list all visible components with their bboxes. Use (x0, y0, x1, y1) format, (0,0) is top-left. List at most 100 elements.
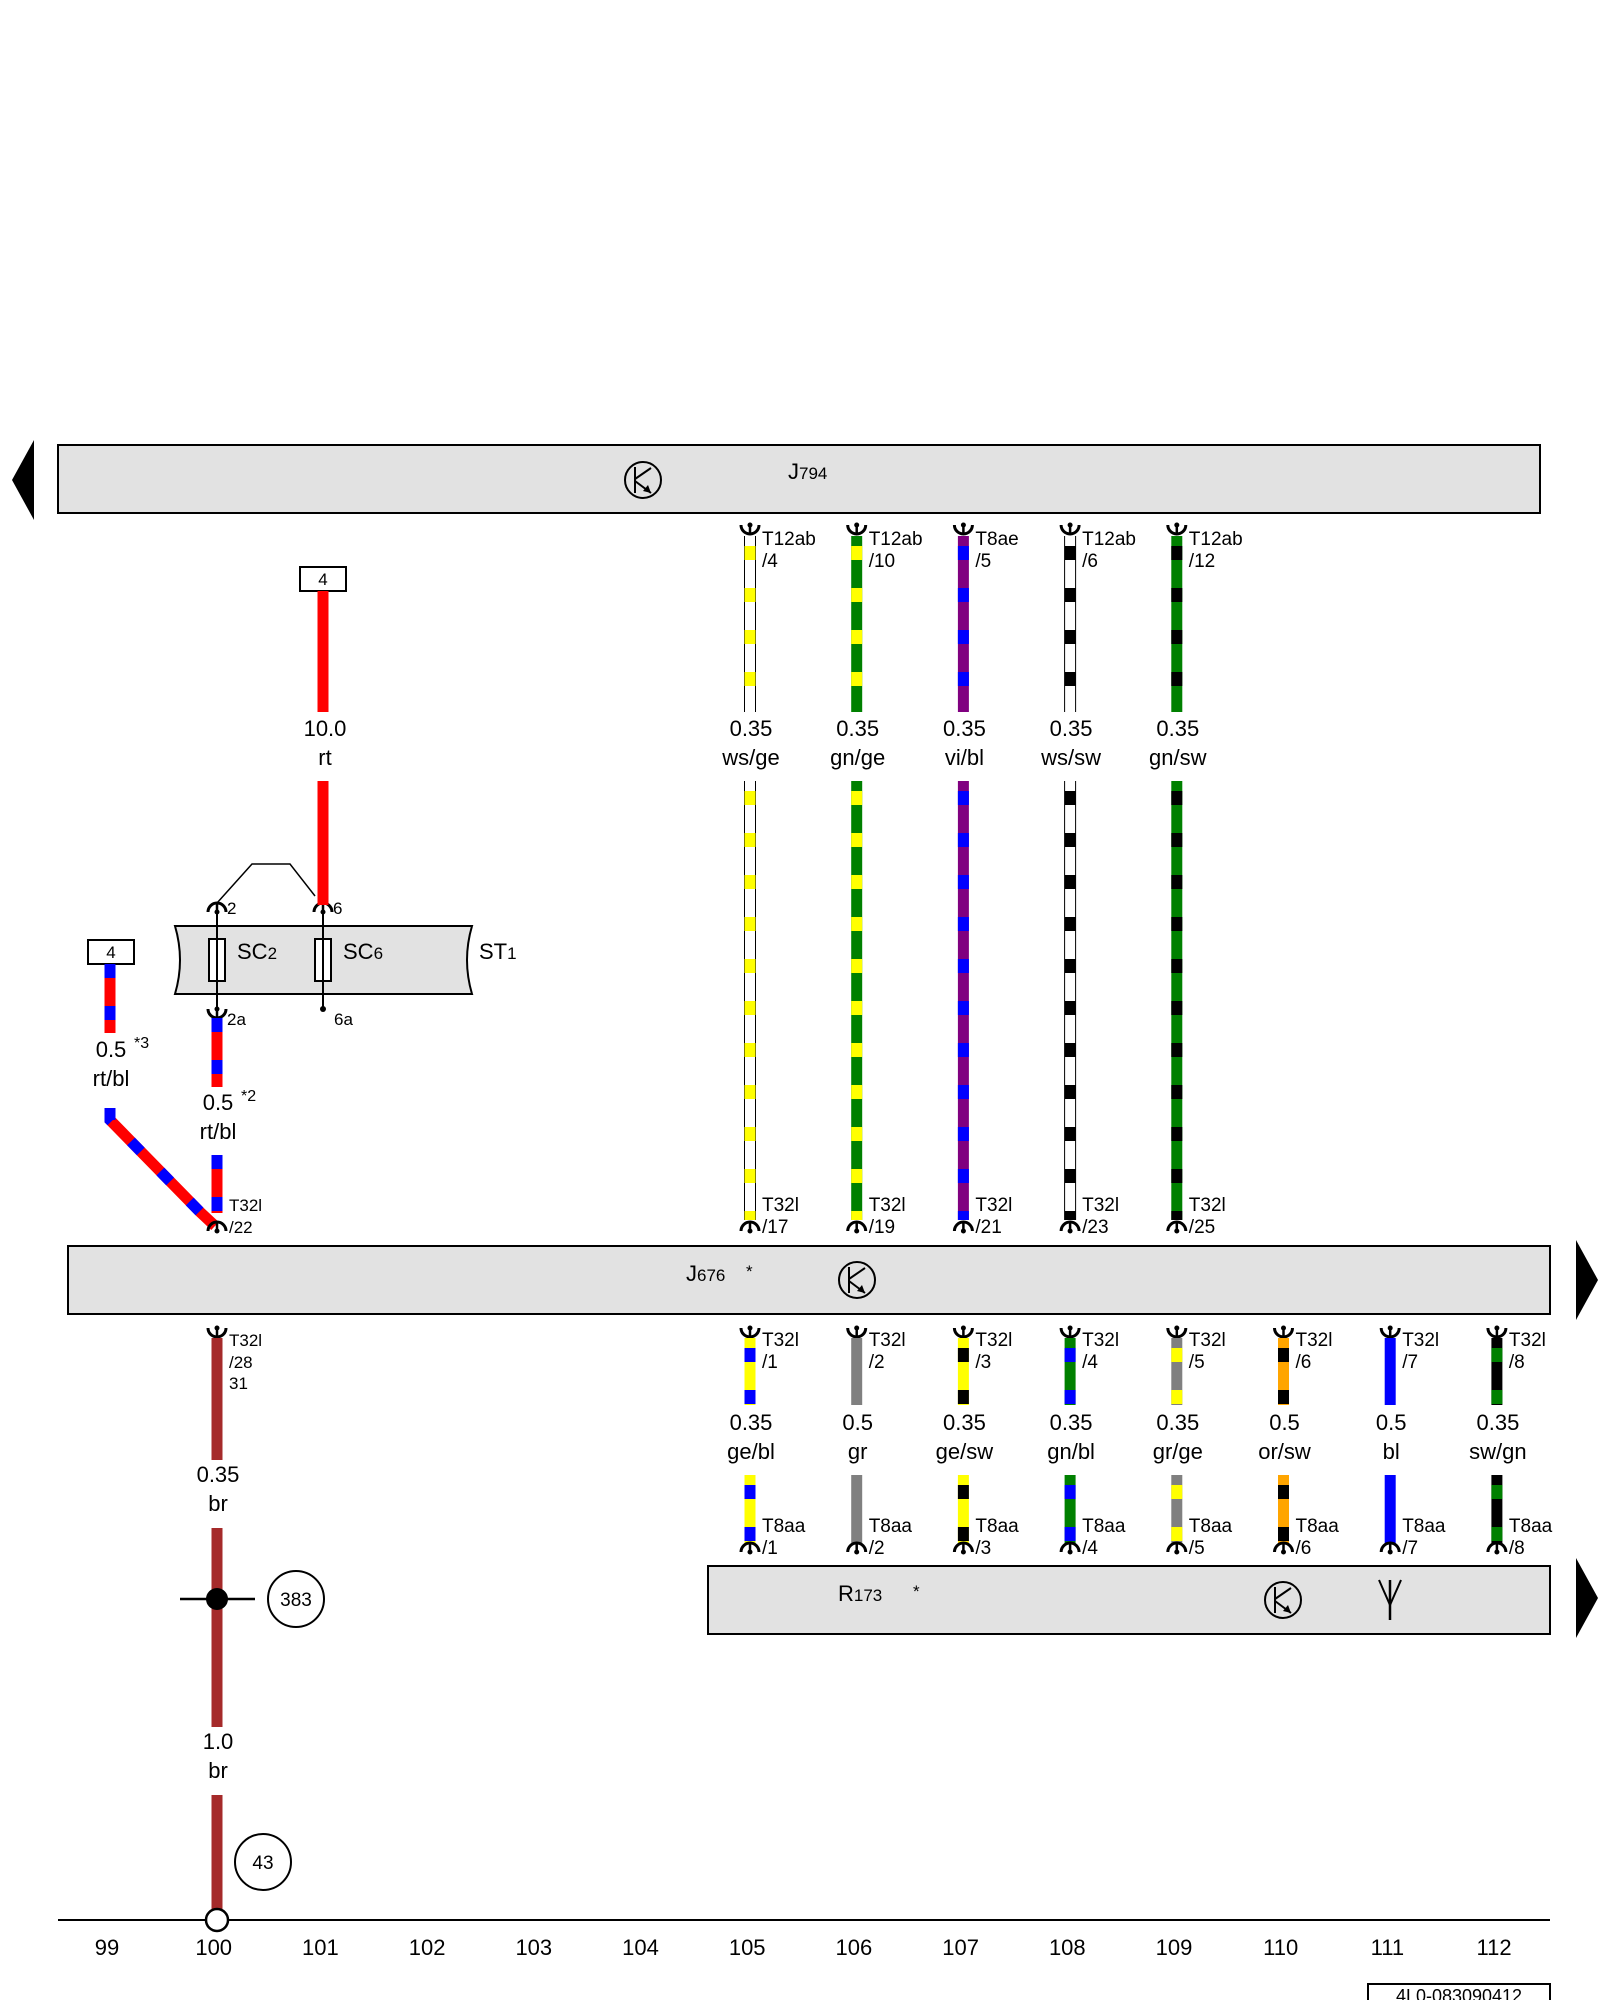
component-r173: R173 * (707, 1565, 1551, 1635)
grid-number: 105 (729, 1935, 766, 1960)
pin-label: /2 (869, 1538, 885, 1559)
svg-text:*2: *2 (241, 1088, 256, 1105)
upper-wire-group: T12ab/40.35ws/geT32l/17T12ab/100.35gn/ge… (721, 521, 1243, 1238)
lower-wire-group: T32l/10.35ge/blT8aa/1T32l/20.5grT8aa/2T3… (727, 1324, 1553, 1559)
wire-size: 0.5 (1269, 1410, 1300, 1435)
pin-label: /5 (1189, 1538, 1205, 1559)
connector-label: T32l (1082, 1330, 1119, 1351)
component-j676: J676 * (67, 1245, 1551, 1315)
wire-color: ws/ge (721, 745, 779, 770)
r173-sub: 173 (854, 1586, 882, 1605)
wire-color: gr/ge (1153, 1439, 1203, 1464)
terminal-box-4-left: 4 (87, 939, 135, 965)
wire-size: 0.5 (842, 1410, 873, 1435)
pin-label: /6 (1296, 1538, 1312, 1559)
wire-segment (744, 536, 756, 712)
svg-text:T32l: T32l (229, 1331, 262, 1350)
pin-label: /5 (1189, 1352, 1205, 1373)
wire-size: 0.35 (730, 1410, 773, 1435)
wire-color: or/sw (1258, 1439, 1311, 1464)
connector-label: T8aa (975, 1516, 1019, 1537)
wire-size: 0.35 (1050, 1410, 1093, 1435)
sc2-name: SC (237, 939, 268, 964)
pin-label: /17 (762, 1217, 788, 1238)
svg-text:/22: /22 (229, 1218, 253, 1237)
wire-size: 0.35 (836, 716, 879, 741)
splice-number: 383 (280, 1590, 312, 1611)
svg-text:T32l: T32l (229, 1196, 262, 1215)
pin-label: /8 (1509, 1352, 1525, 1373)
connector-label: T8aa (1296, 1516, 1340, 1537)
wire-color: gn/sw (1149, 745, 1207, 770)
connector-label: T8aa (869, 1516, 913, 1537)
wire-color: ge/sw (936, 1439, 994, 1464)
connector-label: T12ab (1189, 529, 1243, 550)
svg-text:4: 4 (106, 943, 115, 962)
svg-text:SC6: SC6 (343, 939, 383, 964)
transistor-icon (1264, 1581, 1302, 1619)
wire-color: gr (848, 1439, 868, 1464)
svg-text:R173: R173 (838, 1581, 882, 1606)
svg-text:br: br (208, 1491, 228, 1516)
antenna-icon (1378, 1579, 1402, 1620)
svg-text:rt/bl: rt/bl (200, 1119, 237, 1144)
svg-text:4: 4 (318, 570, 327, 589)
st1-name: ST (479, 939, 507, 964)
connector-label: T32l (1082, 1195, 1119, 1216)
wire-color: ws/sw (1040, 745, 1101, 770)
pin-label: /21 (975, 1217, 1001, 1238)
grid-number: 104 (622, 1935, 659, 1960)
wire-size: 10.0 (304, 716, 347, 741)
wire-color: bl (1383, 1439, 1400, 1464)
svg-text:1.0: 1.0 (203, 1729, 234, 1754)
wire-color: gn/ge (830, 745, 885, 770)
wire-color: vi/bl (945, 745, 984, 770)
j676-name: J (686, 1261, 697, 1286)
pin-6a: 6a (334, 1010, 353, 1029)
pin-label: /25 (1189, 1217, 1215, 1238)
splice-point (206, 1588, 228, 1610)
svg-text:SC2: SC2 (237, 939, 277, 964)
connector-label: T8aa (1509, 1516, 1553, 1537)
grid-number: 99 (95, 1935, 119, 1960)
ground-number: 43 (252, 1853, 273, 1874)
wire-color: sw/gn (1469, 1439, 1526, 1464)
wire-size: 0.35 (1156, 716, 1199, 741)
pin-label: /6 (1082, 551, 1098, 572)
connector-label: T32l (1189, 1195, 1226, 1216)
sc6-name: SC (343, 939, 374, 964)
grid-number: 108 (1049, 1935, 1086, 1960)
transistor-icon (624, 461, 662, 499)
terminal-box-4-top: 4 (299, 566, 347, 592)
connector-label: T12ab (762, 529, 816, 550)
connector-label: T32l (1509, 1330, 1546, 1351)
component-j794: J794 (57, 444, 1541, 514)
pin-6: 6 (333, 899, 342, 918)
pin-label: /10 (869, 551, 895, 572)
wire-color: rt (318, 745, 331, 770)
pin-label: /3 (975, 1352, 991, 1373)
grid-number: 107 (942, 1935, 979, 1960)
connector-label: T32l (762, 1195, 799, 1216)
document-id: 4L0-083090412 (1367, 1983, 1551, 2000)
svg-text:0.5: 0.5 (96, 1037, 127, 1062)
wire-segment (1064, 536, 1077, 712)
wire-left-feed: 0.5 *3 rt/bl (93, 964, 219, 1231)
svg-text:0.5: 0.5 (203, 1090, 234, 1115)
wire-size: 0.35 (1476, 1410, 1519, 1435)
connector-label: T32l (1402, 1330, 1439, 1351)
svg-text:ST1: ST1 (479, 939, 517, 964)
svg-text:*3: *3 (134, 1035, 149, 1052)
grid-number: 112 (1477, 1935, 1512, 1960)
svg-text:0.35: 0.35 (197, 1462, 240, 1487)
connector-label: T32l (869, 1195, 906, 1216)
sc6-sub: 6 (374, 944, 383, 963)
